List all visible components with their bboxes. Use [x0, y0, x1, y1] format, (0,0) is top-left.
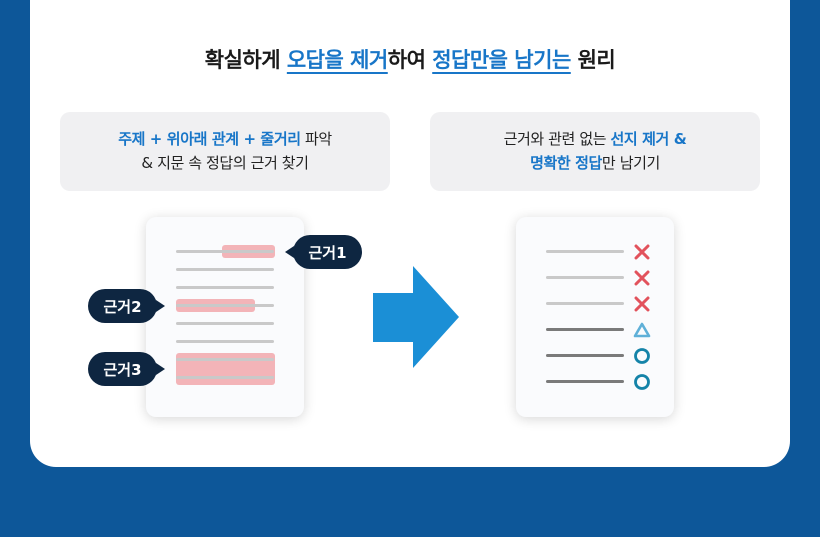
- step-box-right: 근거와 관련 없는 선지 제거 & 명확한 정답만 남기기: [430, 112, 760, 191]
- evidence-bubble-3: 근거3: [88, 352, 165, 386]
- bubble-tail: [156, 363, 165, 375]
- document-right: [516, 217, 674, 417]
- step-right-rest2: 만 남기기: [601, 154, 660, 172]
- triangle-icon: [633, 322, 651, 338]
- title-highlight-1: 오답을 제거: [286, 48, 388, 72]
- document-left: [146, 217, 304, 417]
- evidence-bubble-1: 근거1: [285, 235, 362, 269]
- step-right-line1: 근거와 관련 없는 선지 제거 &: [430, 127, 760, 151]
- x-icon: [634, 296, 650, 312]
- right-arrow-icon: [373, 266, 459, 368]
- option-line: [546, 276, 624, 279]
- page-title: 확실하게 오답을 제거하여 정답만을 남기는 원리: [0, 44, 820, 74]
- evidence-bubble-2: 근거2: [88, 289, 165, 323]
- bubble-label-1: 근거1: [308, 243, 347, 262]
- text-line: [176, 304, 274, 307]
- step-right-bold2: 명확한 정답: [530, 154, 602, 172]
- text-line: [176, 340, 274, 343]
- title-text-2: 하여: [387, 48, 433, 72]
- step-left-rest: 파악: [300, 130, 332, 148]
- step-right-line2: 명확한 정답만 남기기: [430, 151, 760, 175]
- option-line: [546, 250, 624, 253]
- step-box-left: 주제 + 위아래 관계 + 줄거리 파악 & 지문 속 정답의 근거 찾기: [60, 112, 390, 191]
- bubble-tail: [285, 246, 294, 258]
- circle-icon: [634, 348, 650, 364]
- text-line: [176, 286, 274, 289]
- title-text-3: 원리: [570, 48, 616, 72]
- step-right-bold1: 선지 제거 &: [610, 130, 687, 148]
- text-line: [176, 250, 274, 253]
- step-left-bold: 주제 + 위아래 관계 + 줄거리: [118, 130, 301, 148]
- text-line: [176, 376, 274, 379]
- option-line: [546, 328, 624, 331]
- option-line: [546, 380, 624, 383]
- title-text-1: 확실하게: [204, 48, 287, 72]
- step-left-line2: & 지문 속 정답의 근거 찾기: [141, 154, 309, 172]
- x-icon: [634, 244, 650, 260]
- bubble-label-2: 근거2: [103, 297, 142, 316]
- title-highlight-2: 정답만을 남기는: [432, 48, 571, 72]
- text-line: [176, 358, 274, 361]
- option-line: [546, 354, 624, 357]
- option-line: [546, 302, 624, 305]
- circle-icon: [634, 374, 650, 390]
- step-right-rest1: 근거와 관련 없는: [503, 130, 611, 148]
- step-left-line1: 주제 + 위아래 관계 + 줄거리 파악: [60, 127, 390, 151]
- x-icon: [634, 270, 650, 286]
- bubble-tail: [156, 300, 165, 312]
- bubble-label-3: 근거3: [103, 360, 142, 379]
- text-line: [176, 268, 274, 271]
- text-line: [176, 322, 274, 325]
